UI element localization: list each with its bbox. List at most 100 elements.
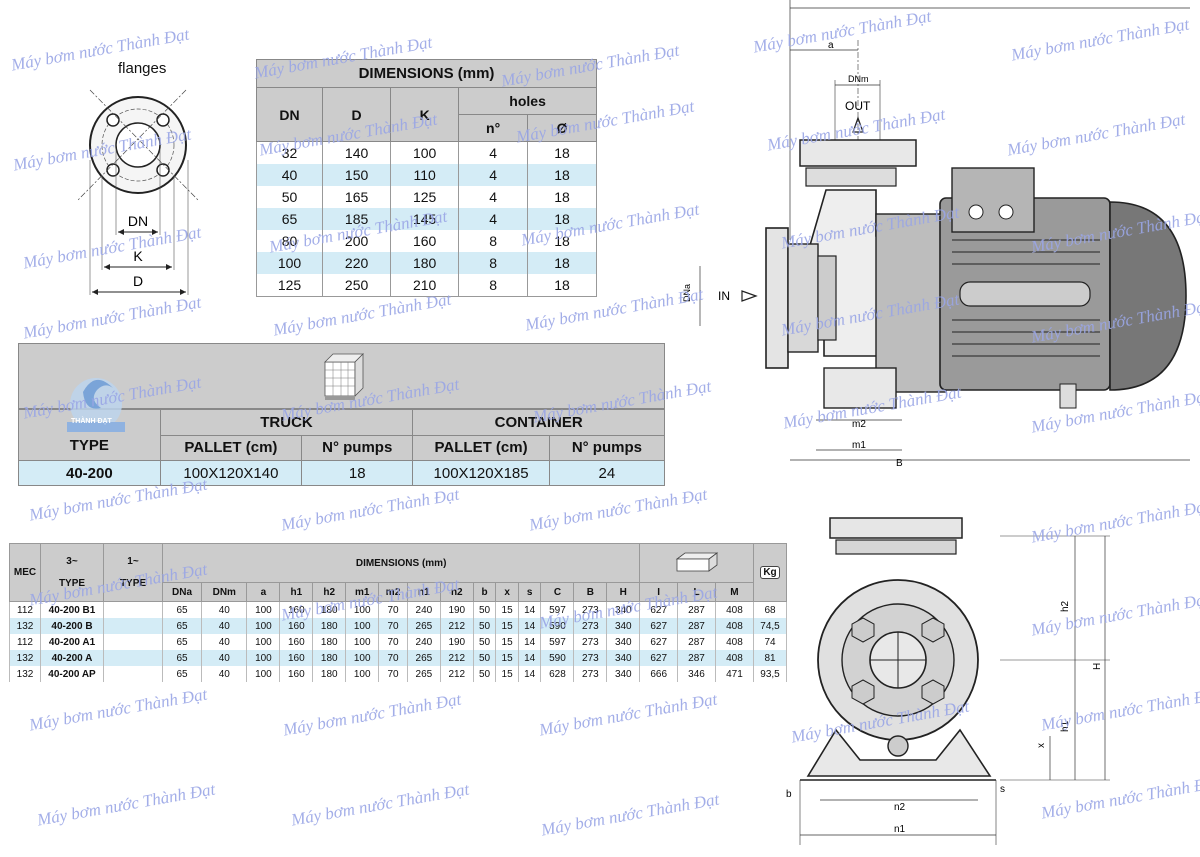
packaging-header [18, 343, 665, 409]
cell: 100 [246, 618, 281, 634]
cell: 65 [161, 634, 203, 650]
cell-empty [103, 650, 163, 666]
container-pumps-header: N° pumps [548, 434, 666, 461]
col-n1: n1 [406, 582, 441, 602]
col-h: H [606, 582, 641, 602]
container-pumps-value: 24 [548, 460, 666, 486]
col-n2: n2 [439, 582, 474, 602]
cell: 265 [406, 666, 441, 682]
flanges-title: flanges [118, 60, 167, 77]
cell: 50 [472, 650, 497, 666]
cell-empty [103, 601, 163, 618]
mec-dimensions-table: MEC 3~TYPE 1~TYPE DIMENSIONS (mm) Kg DNa… [9, 543, 787, 682]
weight-header: Kg [753, 543, 787, 602]
cell: 100 [246, 634, 281, 650]
cell: 145 [390, 208, 460, 230]
truck-pallet-header: PALLET (cm) [159, 434, 303, 461]
cell: 100 [246, 601, 281, 618]
cell: 273 [573, 666, 608, 682]
cell: 160 [279, 601, 314, 618]
cell: 40-200 A [40, 650, 104, 666]
cell: 273 [573, 634, 608, 650]
weight-icon: Kg [760, 566, 780, 579]
col-dn: DN [255, 87, 324, 142]
cell: 14 [517, 601, 542, 618]
cell: 4 [458, 186, 529, 208]
cell: 40 [201, 618, 248, 634]
cell: 190 [439, 601, 474, 618]
cell: 180 [312, 618, 347, 634]
flange-dn-label: DN [128, 213, 148, 229]
col-d: D [322, 87, 392, 142]
cell: 273 [573, 618, 608, 634]
dim-a-label: a [828, 40, 834, 51]
cell: 265 [406, 618, 441, 634]
col-h2: h2 [312, 582, 347, 602]
cell: 150 [322, 164, 392, 186]
container-pallet-header: PALLET (cm) [412, 434, 550, 461]
cell: 210 [390, 274, 460, 297]
cell: 340 [606, 601, 641, 618]
dim-m1-label: m1 [852, 440, 866, 451]
cell: 40-200 A1 [40, 634, 104, 650]
cell: 185 [322, 208, 392, 230]
cell: 590 [540, 618, 575, 634]
cell: 40 [201, 666, 248, 682]
cell: 160 [279, 666, 314, 682]
cell: 340 [606, 650, 641, 666]
cell: 220 [322, 252, 392, 274]
cell: 627 [639, 634, 679, 650]
cell: 65 [255, 208, 324, 230]
col-m2: m2 [378, 582, 408, 602]
dim-dna-label: DNa [682, 284, 692, 302]
dim-b-upper-label: B [896, 458, 903, 469]
packaging-table: TYPE THÀNH ĐẠT TRUCK CONTAINER PALLET (c… [18, 343, 666, 486]
cell: 93,5 [753, 666, 787, 682]
dim-n1-label: n1 [894, 824, 906, 835]
dim-b-label: b [786, 789, 792, 800]
cell: 81 [753, 650, 787, 666]
cell: 50 [472, 634, 497, 650]
cell: 70 [378, 618, 408, 634]
col-holes-dia: Ø [527, 114, 597, 142]
cell: 100 [345, 601, 380, 618]
single-phase-label: 1~ [127, 556, 139, 567]
cell: 50 [472, 666, 497, 682]
box-dimensions-icon [675, 551, 718, 572]
watermark-text: Máy bơm nước Thành Đạt [289, 779, 471, 830]
flange-k-label: K [133, 248, 143, 264]
cell: 240 [406, 601, 441, 618]
cell: 212 [439, 650, 474, 666]
cell: 471 [714, 666, 755, 682]
cell: 408 [714, 601, 755, 618]
cell: 132 [9, 666, 41, 682]
cell: 8 [458, 252, 529, 274]
cell: 80 [255, 230, 324, 252]
watermark-text: Máy bơm nước Thành Đạt [281, 689, 463, 740]
cell: 110 [390, 164, 460, 186]
dim-n2-label: n2 [894, 802, 906, 813]
cell: 4 [458, 141, 529, 164]
cell: 180 [312, 601, 347, 618]
outlet-label: OUT [845, 99, 871, 113]
cell: 666 [639, 666, 679, 682]
cell: 180 [312, 634, 347, 650]
dim-h-label: H [1092, 663, 1103, 670]
cell: 627 [639, 650, 679, 666]
cell: 100 [345, 666, 380, 682]
size-icon-header [639, 543, 754, 583]
watermark-text: Máy bơm nước Thành Đạt [279, 484, 461, 535]
col-a: a [246, 582, 281, 602]
cell: 140 [322, 141, 392, 164]
watermark-text: Máy bơm nước Thành Đạt [21, 292, 203, 343]
cell: 165 [322, 186, 392, 208]
cell: 70 [378, 601, 408, 618]
truck-pumps-header: N° pumps [301, 434, 414, 461]
cell: 100 [246, 650, 281, 666]
type-label: TYPE [58, 578, 86, 589]
cell: 160 [279, 634, 314, 650]
